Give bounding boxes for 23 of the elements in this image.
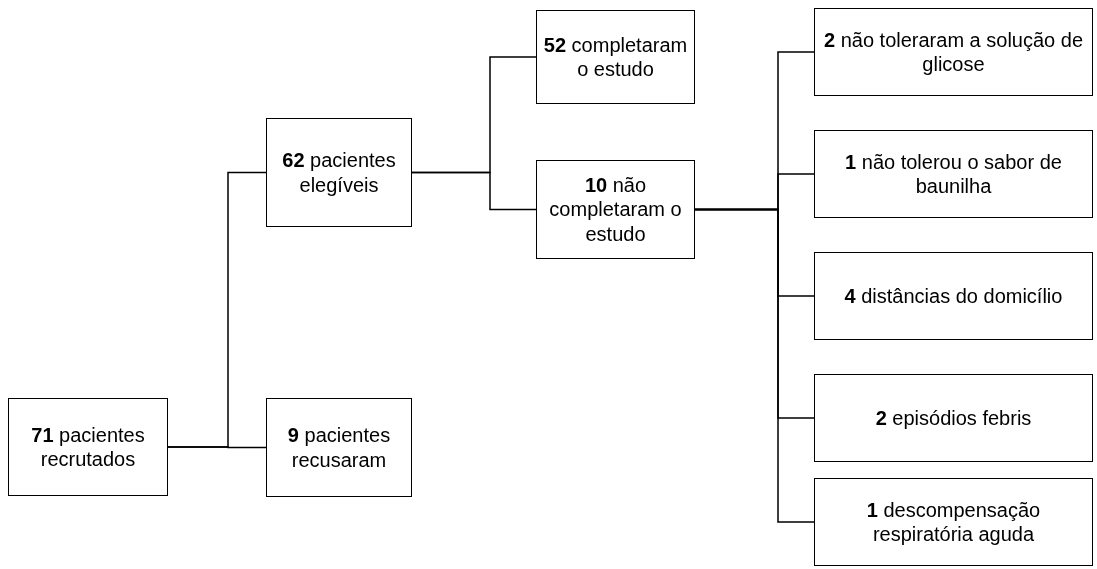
flow-box: [266, 118, 412, 227]
connector-line: [694, 208, 815, 523]
box-text: 9 pacientes recusaram: [286, 423, 392, 472]
flow-box: [266, 398, 412, 497]
box-text: 1 descompensação respiratória aguda: [865, 497, 1042, 547]
flow-box: [814, 252, 1093, 340]
flow-box: [814, 374, 1093, 462]
box-text: 2 episódios febris: [875, 405, 1032, 431]
box-text: 62 pacientes elegíveis: [281, 148, 397, 197]
box-text: 4 distâncias do domicílio: [844, 283, 1063, 309]
box-text: 2 não toleraram a solução de glicose: [822, 27, 1085, 77]
flow-box: [536, 160, 695, 259]
box-text: 10 não completaram o estudo: [548, 172, 683, 247]
flow-box: [814, 8, 1093, 96]
box-text: 71 pacientes recrutados: [30, 422, 146, 472]
flow-box: [814, 478, 1093, 566]
flow-box: [536, 10, 695, 104]
flow-box: [8, 398, 168, 496]
box-text: 1 não tolerou o sabor de baunilha: [844, 149, 1063, 199]
box-text: 52 completaram o estudo: [543, 32, 688, 82]
connector-line: [167, 446, 267, 449]
flow-box: [814, 130, 1093, 218]
connector-line: [411, 171, 537, 211]
